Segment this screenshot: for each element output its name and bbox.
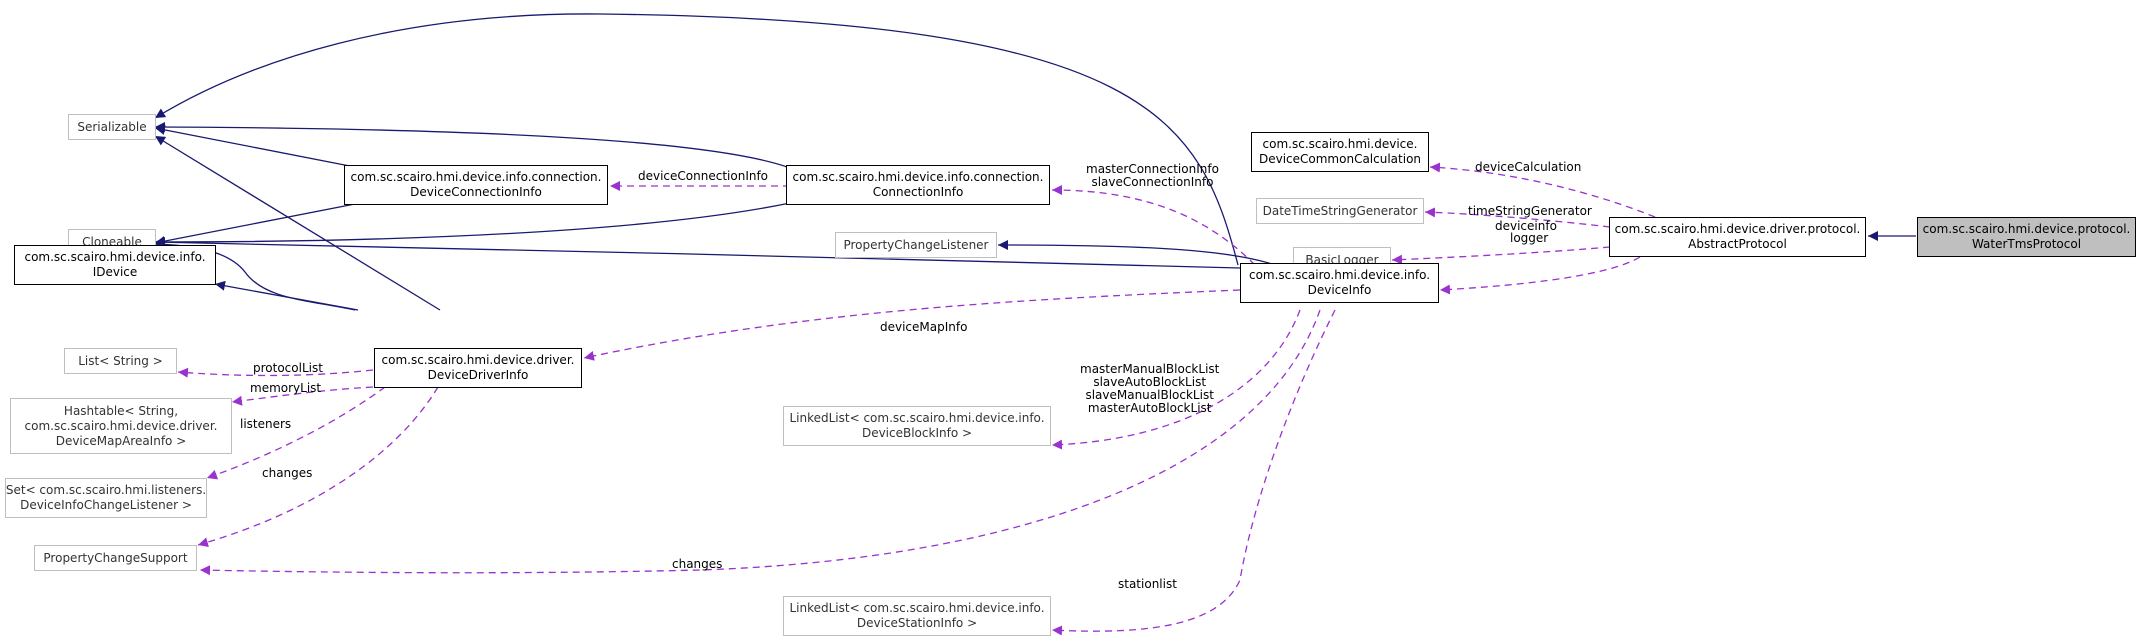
label-time-string-generator: timeStringGenerator — [1468, 204, 1592, 218]
label-stationlist: stationlist — [1118, 577, 1177, 591]
label-logger: logger — [1510, 231, 1549, 245]
node-linkedlist-block: LinkedList< com.sc.scairo.hmi.device.inf… — [783, 406, 1051, 446]
label-device-calculation: deviceCalculation — [1475, 160, 1582, 174]
edge-abstractprotocol-to-basiclogger — [1391, 246, 1611, 265]
label-changes-device: changes — [672, 557, 723, 571]
node-property-change-listener: PropertyChangeListener — [835, 232, 997, 258]
node-datetime-string-generator: DateTimeStringGenerator — [1256, 198, 1424, 224]
node-water-tms-protocol: com.sc.scairo.hmi.device.protocol. Water… — [1917, 217, 2136, 257]
node-serializable: Serializable — [68, 114, 156, 140]
node-connection-info: com.sc.scairo.hmi.device.info.connection… — [786, 165, 1050, 205]
edge-deviceinfo-to-devicedriverinfo — [583, 289, 1241, 361]
edge-devicedriverinfo-to-serializable — [154, 135, 441, 311]
label-device-connection-info: deviceConnectionInfo — [638, 169, 769, 183]
edge-deviceinfo-to-linkedliststation — [1051, 309, 1336, 636]
edge-deviceconnectioninfo-to-serializable — [154, 125, 361, 169]
edge-deviceinfo-to-cloneable — [154, 237, 1241, 269]
label-master-slave-connection: masterConnectionInfo slaveConnectionInfo — [1086, 162, 1219, 189]
label-listeners: listeners — [240, 417, 292, 431]
node-device-common-calculation: com.sc.scairo.hmi.device. DeviceCommonCa… — [1251, 132, 1429, 172]
node-abstract-protocol: com.sc.scairo.hmi.device.driver.protocol… — [1609, 217, 1866, 257]
edge-abstractprotocol-to-devicecommoncalculation — [1429, 162, 1656, 218]
label-changes-driver: changes — [262, 466, 313, 480]
node-device-driver-info: com.sc.scairo.hmi.device.driver. DeviceD… — [374, 348, 582, 388]
edge-devicedriverinfo-to-set — [206, 386, 386, 480]
edge-deviceinfo-to-propertychangelistener — [997, 240, 1276, 266]
label-device-map-info: deviceMapInfo — [880, 320, 968, 334]
node-device-info: com.sc.scairo.hmi.device.info. DeviceInf… — [1240, 263, 1439, 303]
edge-connectioninfo-to-cloneable — [154, 202, 791, 247]
label-deviceinfo: deviceinfo — [1495, 219, 1557, 233]
label-block-lists: masterManualBlockList slaveAutoBlockList… — [1080, 362, 1220, 415]
node-list-string: List< String > — [64, 348, 177, 374]
edge-devicedriverinfo-to-hashtable — [231, 386, 374, 406]
label-memory-list: memoryList — [250, 381, 322, 395]
node-idevice: com.sc.scairo.hmi.device.info. IDevice — [14, 245, 216, 285]
node-property-change-support: PropertyChangeSupport — [34, 545, 197, 571]
node-device-connection-info: com.sc.scairo.hmi.device.info.connection… — [344, 165, 608, 205]
edge-deviceinfo-to-linkedlistblock — [1051, 309, 1301, 450]
edge-deviceinfo-to-serializable — [154, 13, 1239, 266]
edge-devicedriverinfo-to-liststring — [177, 367, 374, 378]
node-set-listeners: Set< com.sc.scairo.hmi.listeners. Device… — [5, 478, 207, 518]
edge-deviceinfo-to-propertychangesupport — [199, 309, 1321, 576]
edge-deviceconnectioninfo-to-cloneable — [154, 202, 361, 246]
edge-connectioninfo-to-serializable — [154, 122, 791, 169]
edge-deviceinfo-to-connectioninfo — [1051, 185, 1256, 266]
edge-devicedriverinfo-to-propertychangesupport — [197, 386, 439, 548]
label-protocol-list: protocolList — [253, 361, 323, 375]
node-linkedlist-station: LinkedList< com.sc.scairo.hmi.device.inf… — [783, 596, 1051, 636]
node-hashtable: Hashtable< String, com.sc.scairo.hmi.dev… — [10, 398, 232, 454]
edge-abstractprotocol-to-deviceinfo — [1439, 256, 1641, 295]
